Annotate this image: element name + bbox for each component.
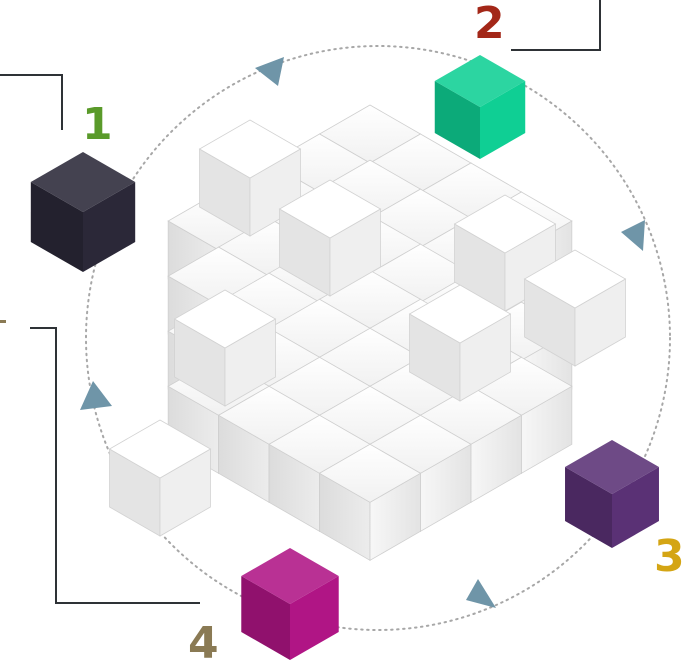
step-number-3: 3	[654, 531, 685, 582]
step-cubes	[30, 55, 659, 660]
white-cube-protruding	[453, 194, 557, 312]
white-cube-protruding	[278, 179, 382, 297]
white-cube-protruding	[108, 419, 212, 537]
central-cube-cluster	[108, 104, 627, 561]
cube-icon	[241, 548, 339, 660]
connector-line-4	[30, 327, 200, 604]
connector-line-1	[0, 74, 63, 130]
white-cube-protruding	[408, 284, 512, 402]
connector-tick	[0, 320, 6, 323]
white-cube-protruding	[173, 289, 277, 407]
connector-line-2	[511, 0, 601, 51]
white-cube	[318, 443, 422, 561]
step-number-2: 2	[474, 0, 505, 49]
cube-icon	[30, 152, 136, 272]
white-cube-protruding	[523, 249, 627, 367]
cycle-arrows	[80, 57, 645, 608]
arrow-triangle-icon	[621, 220, 645, 251]
cube-icon	[434, 55, 526, 159]
white-cube-protruding	[198, 119, 302, 237]
cycle-dotted-circle	[85, 45, 671, 631]
step-number-1: 1	[82, 99, 113, 150]
cube-icon	[565, 440, 659, 548]
process-cycle-diagram	[0, 0, 671, 660]
arrow-triangle-icon	[80, 381, 112, 410]
step-number-4: 4	[188, 618, 219, 669]
arrow-triangle-icon	[466, 579, 496, 608]
arrow-triangle-icon	[255, 57, 284, 86]
